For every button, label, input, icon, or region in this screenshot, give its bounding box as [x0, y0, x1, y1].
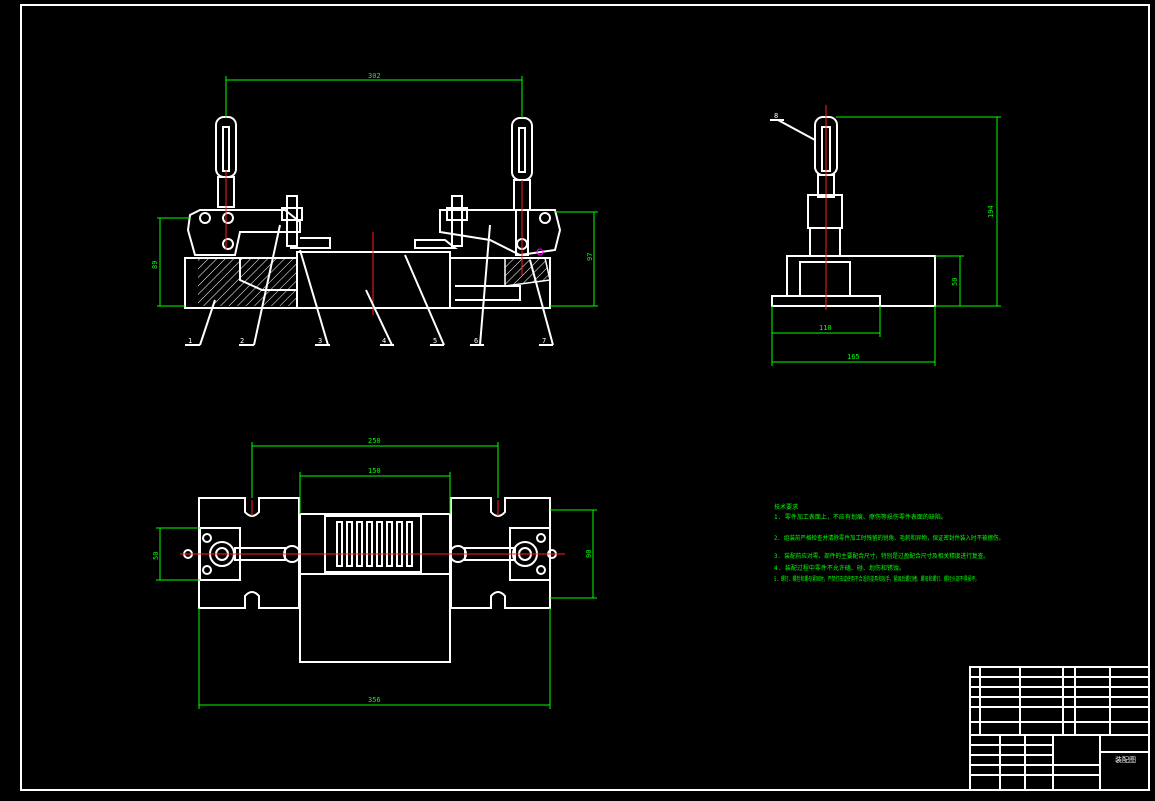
notes-line-5: 5. 螺钉、螺栓和螺母紧固时，严禁打击或使用不合适的旋具和扳手，紧固后螺钉槽、螺…: [774, 575, 979, 583]
technical-notes: 技术要求 1. 零件加工表面上，不应有划痕、擦伤等损伤零件表面的缺陷。 2. 组…: [774, 503, 1004, 583]
title-block: 装配图: [969, 666, 1150, 791]
front-view: [184, 116, 562, 315]
part-label-7: 7: [542, 337, 546, 345]
dim-250: 250: [368, 437, 381, 445]
dim-90: 90: [585, 550, 593, 558]
drawing-border: [20, 4, 1150, 791]
notes-line-1: 1. 零件加工表面上，不应有划痕、擦伤等损伤零件表面的缺陷。: [774, 513, 947, 521]
part-label-6: 6: [474, 337, 478, 345]
notes-line-2: 2. 组装前严格检查并清除零件加工时残留的锐角、毛刺和异物，保证密封件装入时不被…: [774, 534, 1004, 542]
dim-50-side: 50: [951, 278, 959, 286]
dim-89: 89: [151, 261, 159, 269]
dim-194: 194: [987, 205, 995, 218]
part-label-4: 4: [382, 337, 386, 345]
notes-line-4: 4. 装配过程中零件不允许磕、碰、划伤和锈蚀。: [774, 564, 905, 572]
part-labels: 1 2 3 4 5 6 7: [185, 224, 554, 346]
side-view-dimensions: 194 50 110 165: [771, 116, 1001, 366]
notes-title: 技术要求: [774, 503, 798, 511]
part-label-2: 2: [240, 337, 244, 345]
dim-110: 110: [819, 324, 832, 332]
top-view: [180, 497, 565, 663]
side-view: 8: [770, 105, 936, 310]
top-view-dimensions: 250 150 50 90 356: [152, 437, 597, 709]
rib-lines: [336, 521, 413, 567]
dim-356: 356: [368, 696, 381, 704]
front-view-dimensions: 302 89 97: [151, 72, 598, 307]
title-block-name: 装配图: [1115, 755, 1136, 764]
part-label-3: 3: [318, 337, 322, 345]
part-label-8: 8: [774, 112, 778, 120]
notes-line-3: 3. 装配前应对零、部件的主要配合尺寸，特别是过盈配合尺寸及相关精度进行复查。: [774, 552, 989, 560]
part-label-5: 5: [433, 337, 437, 345]
dim-97: 97: [586, 253, 594, 261]
dim-150: 150: [368, 467, 381, 475]
dim-165: 165: [847, 353, 860, 361]
part-label-1: 1: [188, 337, 192, 345]
dim-50-top: 50: [152, 552, 160, 560]
dim-302: 302: [368, 72, 381, 80]
